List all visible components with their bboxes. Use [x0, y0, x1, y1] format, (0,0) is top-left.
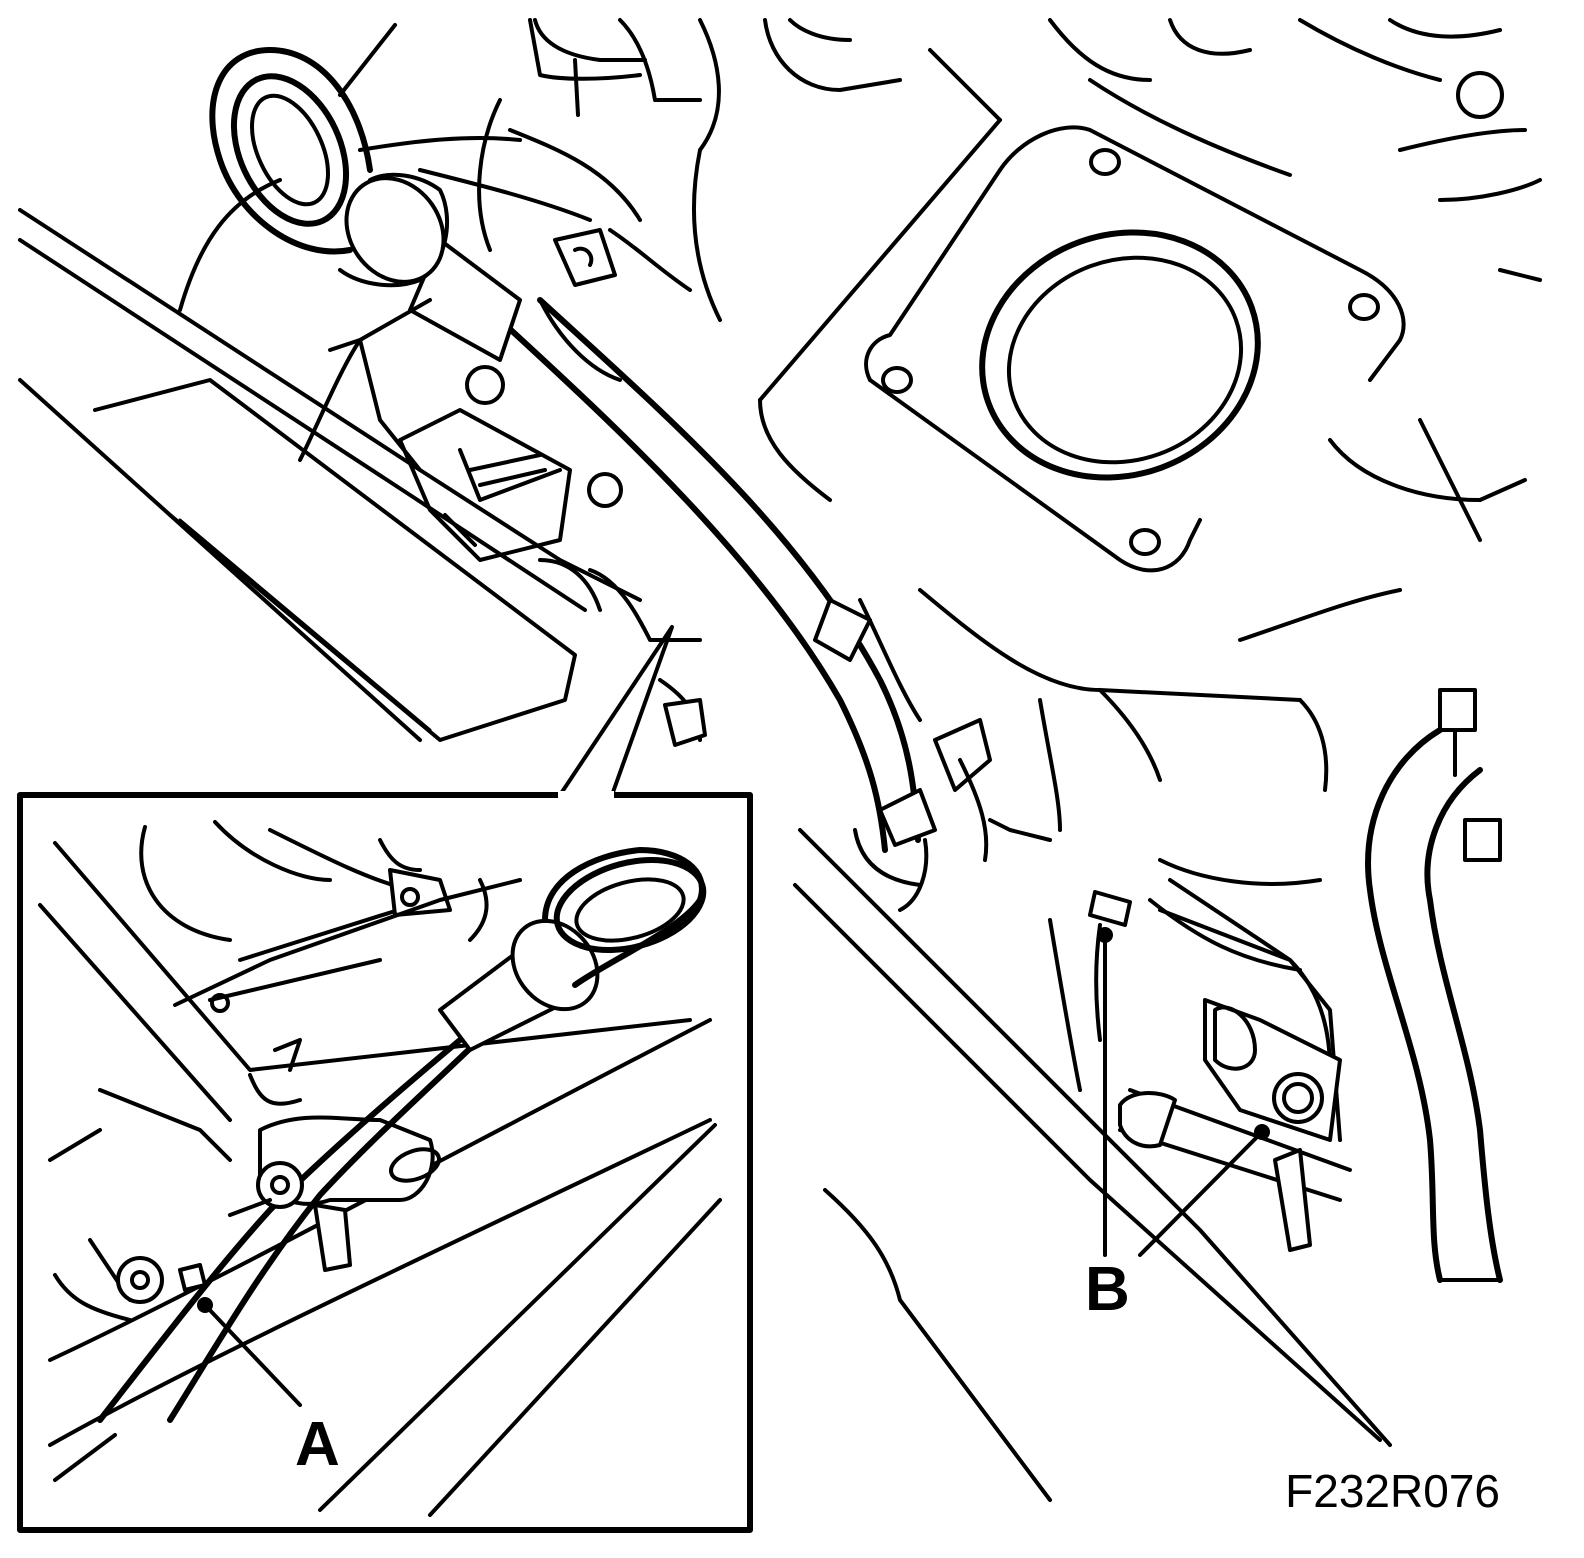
flange-plate [758, 48, 1482, 642]
callout-a-leader [197, 1297, 302, 1407]
callout-a-label: A [295, 1410, 340, 1479]
dipstick-handle [209, 47, 373, 255]
lower-center-lines [658, 678, 707, 747]
callout-b-leaders [1097, 927, 1270, 1257]
inset-content [38, 820, 722, 1517]
figure-code: F232R076 [1285, 1465, 1500, 1517]
frame-rail [18, 208, 642, 742]
tube-bracket [298, 298, 702, 642]
coolant-hose [1365, 688, 1503, 1283]
tube-clip-upper [553, 228, 617, 287]
detail-inset: A [17, 625, 753, 1533]
sensor-harness [813, 598, 1052, 912]
engine-block-upper [178, 18, 902, 382]
engine-block-right [918, 18, 1542, 886]
bracket-b [1088, 890, 1342, 1252]
main-view: B [18, 18, 1542, 1502]
callout-b-label: B [1085, 1255, 1130, 1324]
